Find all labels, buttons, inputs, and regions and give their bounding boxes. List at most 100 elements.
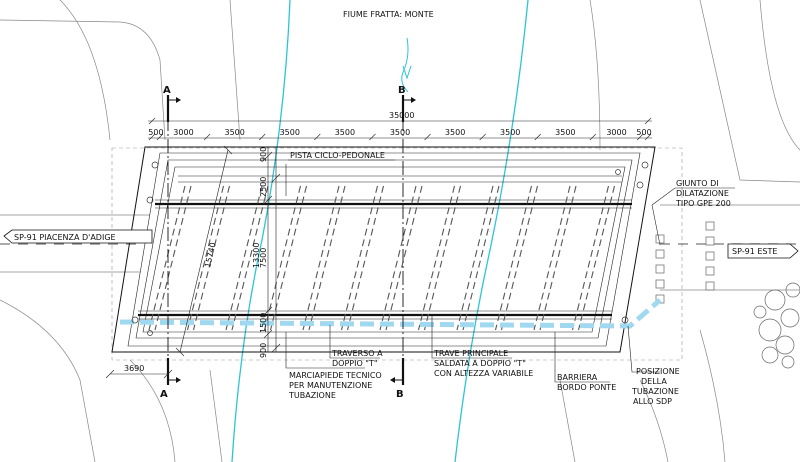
span-dimension-label: 500 xyxy=(636,128,651,137)
right-road-arrow-icon xyxy=(727,243,799,259)
tree-canopy xyxy=(753,282,800,369)
dimension-vertical-1: 900 xyxy=(259,147,268,162)
span-dimension-label: 3500 xyxy=(335,128,355,137)
traverse-beam xyxy=(577,185,616,331)
left-road-arrow-icon xyxy=(3,229,153,244)
traverse-beam xyxy=(539,185,577,331)
section-line-b xyxy=(390,95,416,385)
left-road-label: SP-91 PIACENZA D'ADIGE xyxy=(14,233,116,242)
expansion-joint-label-3: TIPO GPE 200 xyxy=(675,199,731,208)
right-road-label: SP-91 ESTE xyxy=(732,247,777,256)
sidewalk-label-3: TUBAZIONE xyxy=(288,391,336,400)
dimension-tick xyxy=(314,133,321,141)
traverse-label-2: DOPPIO "T" xyxy=(332,359,378,368)
traverse-beam xyxy=(346,185,385,331)
section-line-a xyxy=(166,95,181,385)
traverse-beams xyxy=(148,185,616,331)
dimension-vertical-6: 900 xyxy=(259,343,268,358)
span-dimension-label: 3000 xyxy=(173,128,193,137)
dimension-total-length: 35000 xyxy=(389,111,414,120)
traverse-beam xyxy=(308,185,346,331)
traverse-beam xyxy=(494,185,533,331)
traverse-beam xyxy=(423,185,462,331)
bike-path-label: PISTA CICLO-PEDONALE xyxy=(290,151,385,160)
traverse-beam xyxy=(225,185,263,331)
top-dimension-chain xyxy=(148,117,652,141)
traverse-beam xyxy=(186,185,225,331)
traverse-beam xyxy=(231,185,269,331)
bearings xyxy=(131,161,649,336)
main-beams xyxy=(138,199,632,320)
pipe-position-label-3: TUBAZIONE xyxy=(631,387,679,396)
expansion-joint-label-2: DILATAZIONE xyxy=(676,189,729,198)
dimension-tick xyxy=(203,133,211,141)
pipe-position-label-1: POSIZIONE xyxy=(636,367,680,376)
river-banks xyxy=(231,0,529,462)
section-a-bottom-label: A xyxy=(160,389,168,400)
traverse-beam xyxy=(500,185,539,331)
traverse-beam xyxy=(192,185,231,331)
offset-dimension xyxy=(105,369,173,379)
traverse-beam xyxy=(417,185,456,331)
pipe-position-label-2: DELLA xyxy=(641,377,667,386)
span-dimension-label: 3500 xyxy=(280,128,300,137)
traverse-beam xyxy=(379,185,417,331)
main-beam-label-2: SALDATA A DOPPIO "T" xyxy=(434,359,526,368)
traverse-beam xyxy=(340,185,379,331)
dimension-tick xyxy=(589,133,597,141)
traverse-beam xyxy=(462,185,500,331)
span-dimension-label: 3500 xyxy=(224,128,244,137)
dimension-vertical-2: 2500 xyxy=(259,177,268,197)
dimension-offset: 3690 xyxy=(124,364,144,373)
dimension-tick xyxy=(479,133,486,141)
main-beam-label-3: CON ALTEZZA VARIABILE xyxy=(434,369,533,378)
span-dimension-label: 3000 xyxy=(606,128,626,137)
traverse-beam xyxy=(385,185,423,331)
section-a-top-label: A xyxy=(163,85,171,96)
dimension-tick xyxy=(636,133,644,141)
dimension-tick xyxy=(259,133,266,141)
traverse-beam xyxy=(154,185,192,331)
river-left-bank xyxy=(231,0,291,462)
diagonal-dimension xyxy=(175,145,233,357)
traverse-label-1: TRAVERSO A xyxy=(331,349,383,358)
dimension-tick xyxy=(644,117,652,125)
bridge-deck xyxy=(111,146,656,353)
river-label: FIUME FRATTA: MONTE xyxy=(343,10,434,19)
river-right-bank xyxy=(454,0,529,462)
traverse-beam xyxy=(456,185,494,331)
pipe-line xyxy=(119,298,662,329)
traverse-beam xyxy=(269,185,308,331)
vertical-dimension-chain xyxy=(263,147,281,353)
traverse-beam xyxy=(302,185,340,331)
section-b-top-label: B xyxy=(398,85,406,96)
barrier-label-1: BARRIERA xyxy=(557,373,598,382)
dimension-tick xyxy=(534,133,541,141)
expansion-joint-label-1: GIUNTO DI xyxy=(676,179,719,188)
annotation-leaders xyxy=(285,159,735,383)
traverse-beam xyxy=(533,185,571,331)
flow-arrow-icon xyxy=(401,37,412,93)
pipe-position-label-4: ALLO SDP xyxy=(633,397,672,406)
span-dimension-label: 500 xyxy=(148,128,163,137)
dimension-tick xyxy=(148,117,156,125)
traverse-beam xyxy=(571,185,610,331)
dimension-vertical-5: 1500 xyxy=(259,313,268,333)
traverse-beam xyxy=(263,185,302,331)
traverse-beam xyxy=(148,185,186,331)
dimension-tick xyxy=(148,133,156,141)
dimension-tick xyxy=(156,133,164,141)
span-dimension-label: 3500 xyxy=(500,128,520,137)
sidewalk-label-2: PER MANUTENZIONE xyxy=(289,381,372,390)
dimension-tick xyxy=(424,133,431,141)
barrier-label-2: BORDO PONTE xyxy=(557,383,616,392)
sidewalk-label-1: MARCIAPIEDE TECNICO xyxy=(289,371,382,380)
span-dimension-label: 3500 xyxy=(390,128,410,137)
dimension-tick xyxy=(644,133,652,141)
dimension-vertical-4: 13300 xyxy=(252,243,261,268)
span-dimension-label: 3500 xyxy=(555,128,575,137)
main-beam-label-1: TRAVE PRINCIPALE xyxy=(433,349,508,358)
